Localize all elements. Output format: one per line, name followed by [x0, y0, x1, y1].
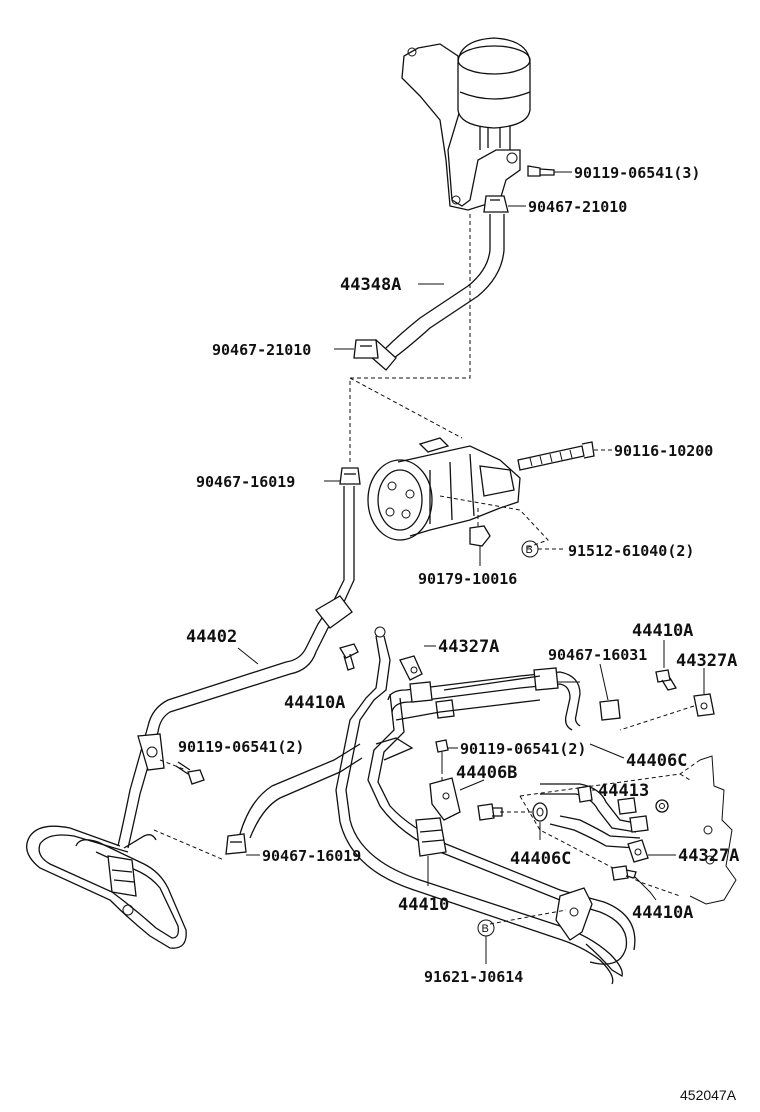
- label-90467-16031: 90467-16031: [548, 646, 647, 664]
- label-44410A-top: 44410A: [632, 621, 693, 641]
- pressure-tube-44410: [335, 626, 636, 985]
- label-91512-61040-2: 91512-61040(2): [568, 542, 694, 560]
- clamp-90467-16019-top: [324, 467, 361, 485]
- bolt-90116-10200: [517, 441, 612, 471]
- label-44327A-a: 44327A: [438, 637, 499, 657]
- label-44402: 44402: [186, 627, 237, 647]
- label-44410: 44410: [398, 895, 449, 915]
- label-44327A-c: 44327A: [678, 846, 739, 866]
- clamp-90467-21010-left: [334, 339, 379, 359]
- label-44406C-a: 44406C: [626, 751, 687, 771]
- label-90467-21010-left: 90467-21010: [212, 341, 311, 359]
- label-90467-16019-bottom: 90467-16019: [262, 847, 361, 865]
- clip-44327A-center: [399, 645, 436, 681]
- nut-right: [655, 799, 669, 813]
- diagram-ref-code: 452047A: [680, 1087, 737, 1103]
- label-44410A-mid: 44410A: [284, 693, 345, 713]
- nut-90179-10016: [469, 508, 491, 566]
- bolt-90119-06541-left: [159, 759, 205, 785]
- circle-B-bottom: B: [477, 919, 495, 964]
- label-90119-06541-2-center: 90119-06541(2): [460, 740, 586, 758]
- label-90116-10200: 90116-10200: [614, 442, 713, 460]
- engine-block-outline: [689, 755, 737, 905]
- bolt-44406-fitting: [477, 803, 503, 821]
- svg-text:B: B: [526, 544, 533, 556]
- bracket-44406B: [429, 777, 485, 821]
- reservoir-tank: [401, 37, 531, 211]
- clip-44327A-right-lower: [627, 839, 676, 863]
- clip-44327A-right-top: [619, 668, 715, 731]
- bolt-44410A-top: [655, 640, 678, 691]
- label-44406C-b: 44406C: [510, 849, 571, 869]
- label-90119-06541-3: 90119-06541(3): [574, 164, 700, 182]
- bolt-44410A-bottom: [611, 865, 657, 901]
- washer-44406C: [500, 802, 548, 840]
- label-44413: 44413: [598, 781, 649, 801]
- label-90119-06541-2-left: 90119-06541(2): [178, 738, 304, 756]
- label-90179-10016: 90179-10016: [418, 570, 517, 588]
- bracket-center-lower: [555, 887, 593, 941]
- return-hose-middle: [239, 743, 363, 839]
- label-90467-16019-top: 90467-16019: [196, 473, 295, 491]
- pressure-hose-44402: [117, 486, 355, 849]
- circle-B-top: B: [521, 540, 566, 558]
- label-91621-J0614: 91621-J0614: [424, 968, 523, 986]
- label-44410A-bottom: 44410A: [632, 903, 693, 923]
- bolt-44410A-mid: [339, 643, 359, 671]
- clamp-90467-16031: [599, 699, 621, 721]
- svg-text:B: B: [482, 923, 489, 935]
- clamp-90467-21010-top: [483, 195, 526, 213]
- clamp-90467-16019-bottom: [225, 833, 260, 856]
- label-44348A: 44348A: [340, 275, 401, 295]
- return-tube-upper: [387, 667, 581, 731]
- label-44327A-b: 44327A: [676, 651, 737, 671]
- label-44406B: 44406B: [456, 763, 517, 783]
- tube-44413: [540, 783, 649, 849]
- bolt-90119-06541-top: [527, 165, 572, 177]
- label-90467-21010-top: 90467-21010: [528, 198, 627, 216]
- power-steering-pump: [367, 437, 521, 541]
- cooler-tube-left: [26, 825, 187, 949]
